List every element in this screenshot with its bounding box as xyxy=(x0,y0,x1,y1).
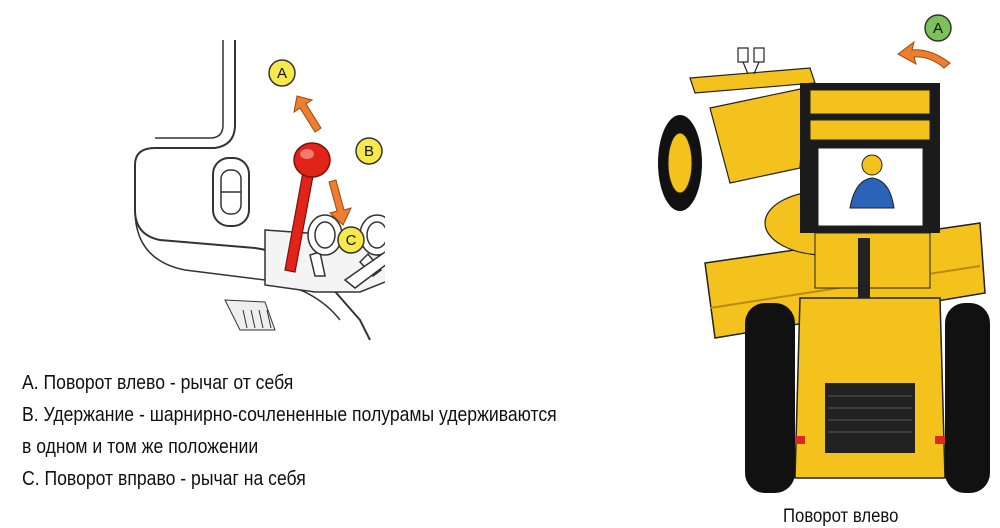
front-lights xyxy=(737,47,765,75)
legend-line-c: C. Поворот вправо - рычаг на себя xyxy=(22,468,306,490)
legend: A. Поворот влево - рычаг от себя B. Удер… xyxy=(22,367,742,495)
legend-line-a: A. Поворот влево - рычаг от себя xyxy=(22,372,294,394)
turn-arrow xyxy=(897,40,951,69)
steering-lever xyxy=(284,142,331,273)
cab xyxy=(800,83,940,233)
side-levers xyxy=(307,214,385,278)
right-lever xyxy=(343,251,385,289)
grader-illustration: A xyxy=(658,14,990,493)
arrow-c xyxy=(328,179,352,226)
front-wheel xyxy=(658,115,702,211)
grader-caption: Поворот влево xyxy=(783,506,899,527)
badge-a-green: A xyxy=(924,14,952,42)
rear-body xyxy=(765,232,975,479)
badge-c: C xyxy=(337,226,365,254)
lever-illustration: A B C xyxy=(134,40,385,341)
badge-a: A xyxy=(268,59,296,87)
arrow-a xyxy=(293,95,322,133)
legend-line-b: B. Удержание - шарнирно-сочлененные полу… xyxy=(22,404,557,426)
badge-b: B xyxy=(355,137,383,165)
svg-text:B: B xyxy=(364,143,374,160)
legend-line-b-cont: в одном и том же положении xyxy=(22,436,259,458)
svg-text:A: A xyxy=(933,20,943,37)
svg-text:C: C xyxy=(346,232,357,249)
rear-wheels xyxy=(745,303,990,493)
svg-text:A: A xyxy=(277,65,287,82)
